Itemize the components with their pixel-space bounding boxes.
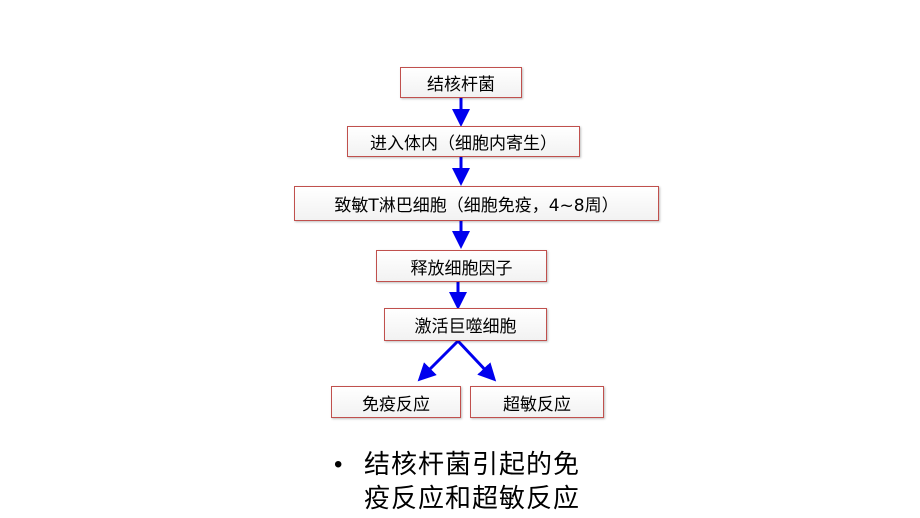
arrow-5-left: [417, 339, 460, 382]
bullet-line-1: 结核杆菌引起的免: [364, 450, 581, 480]
arrow-5-right: [456, 339, 497, 382]
box-tuberculosis-bacillus: 结核杆菌: [400, 67, 522, 98]
box-release-cytokines: 释放细胞因子: [376, 250, 547, 282]
box-immune-response: 免疫反应: [331, 386, 461, 418]
bullet-text: 结核杆菌引起的免 疫反应和超敏反应: [364, 448, 626, 516]
bullet-dot: •: [334, 451, 344, 478]
box-sensitized-t-cells: 致敏T淋巴细胞（细胞免疫，4~8周）: [294, 186, 659, 221]
box-activate-macrophages: 激活巨噬细胞: [384, 308, 547, 341]
bullet-line-2: 疫反应和超敏反应: [364, 484, 581, 514]
box-hypersensitivity: 超敏反应: [470, 386, 604, 418]
box-enter-body: 进入体内（细胞内寄生）: [347, 126, 580, 157]
